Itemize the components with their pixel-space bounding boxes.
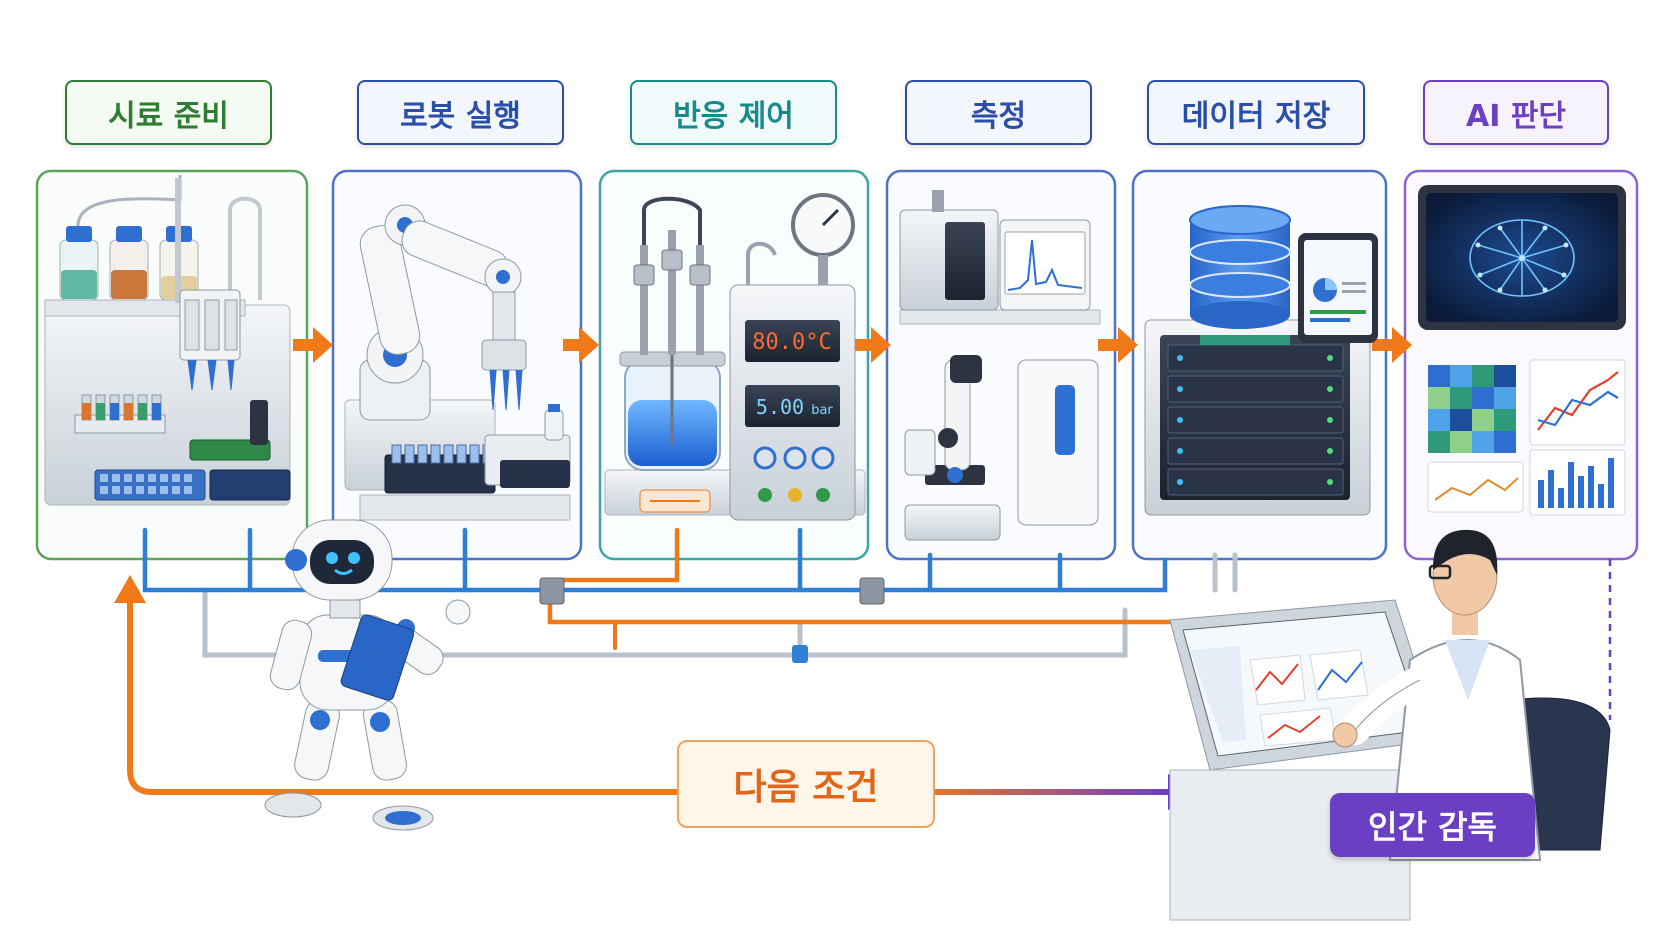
loop-arrowhead-up — [114, 575, 146, 603]
stage-label-sample-prep: 시료 준비 — [65, 80, 272, 145]
data-storage-illustration — [1144, 205, 1378, 516]
pressure-display-value: 5.00 — [756, 395, 804, 419]
feedback-loop-line — [127, 600, 1170, 795]
next-conditions-label: 다음 조건 — [677, 740, 935, 828]
flow-arrow — [1098, 327, 1138, 363]
flow-arrow — [563, 327, 599, 363]
stage-label-reaction-control: 반응 제어 — [630, 80, 837, 145]
stage-label-measurement: 측정 — [905, 80, 1092, 145]
flow-arrow — [293, 327, 333, 363]
pressure-display-unit: bar — [811, 403, 833, 418]
stage-label-data-storage: 데이터 저장 — [1147, 80, 1365, 145]
stage-label-text: AI 판단 — [1465, 98, 1567, 134]
bar-chart-icon — [1427, 449, 1626, 516]
humanoid-robot-illustration — [264, 519, 471, 831]
stage-label-text: 측정 — [970, 98, 1027, 134]
human-operator-illustration — [1169, 529, 1611, 921]
stage-label-text: 시료 준비 — [108, 98, 229, 134]
stage-label-ai-judgment: AI 판단 — [1423, 80, 1609, 145]
sample-prep-illustration — [44, 175, 291, 506]
next-conditions-text: 다음 조건 — [733, 767, 879, 808]
reactor-illustration: 80.0°C 5.00 bar — [604, 193, 866, 521]
stage-label-text: 데이터 저장 — [1181, 98, 1331, 134]
line-chart-icon — [1529, 359, 1626, 446]
flow-arrow — [1372, 327, 1412, 363]
measurement-illustration — [899, 190, 1101, 541]
pipe-valve — [539, 577, 885, 663]
temperature-display: 80.0°C — [752, 330, 831, 355]
stage-label-robot-exec: 로봇 실행 — [357, 80, 564, 145]
stage-label-text: 로봇 실행 — [400, 98, 521, 134]
human-oversight-text: 인간 감독 — [1368, 808, 1497, 846]
human-oversight-badge: 인간 감독 — [1330, 793, 1535, 857]
stage-label-text: 반응 제어 — [673, 98, 794, 134]
ai-judgment-illustration — [1418, 185, 1626, 516]
flow-arrow — [855, 327, 891, 363]
robot-arm-illustration — [344, 204, 571, 521]
heatmap-icon — [1428, 365, 1516, 453]
